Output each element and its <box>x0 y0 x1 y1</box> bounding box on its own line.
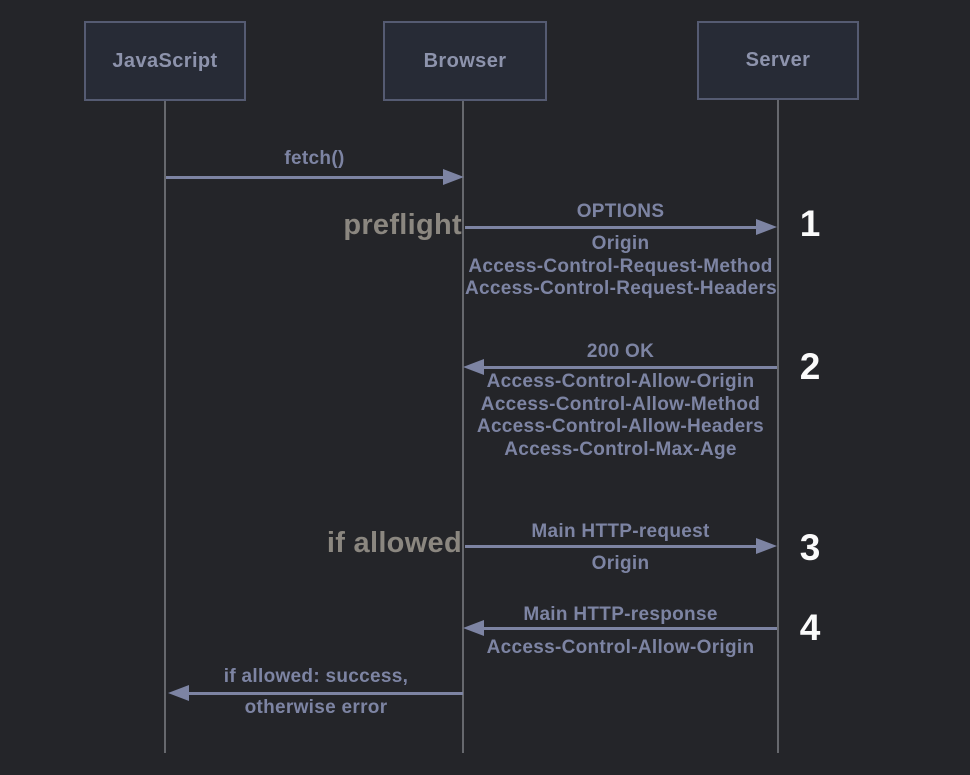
arrow-main-request <box>465 538 777 554</box>
message-title-main-request: Main HTTP-request <box>531 521 710 542</box>
arrow-result <box>168 685 463 701</box>
header-line: Access-Control-Allow-Origin <box>486 371 755 392</box>
header-line: Origin <box>591 233 650 254</box>
header-line: Access-Control-Max-Age <box>504 438 737 460</box>
step-number-3: 3 <box>799 527 821 568</box>
response-headers-list: Access-Control-Allow-Origin Access-Contr… <box>465 371 776 461</box>
step-number-2: 2 <box>799 346 821 387</box>
request-headers-list: Origin Access-Control-Request-Method Acc… <box>465 233 778 301</box>
header-line: Access-Control-Allow-Headers <box>476 416 765 437</box>
message-title-result-line-2: otherwise error <box>244 697 388 718</box>
message-title-main-response: Main HTTP-response <box>523 604 718 625</box>
lifeline-browser <box>462 101 464 753</box>
arrow-shaft <box>470 366 777 369</box>
main-response-headers-list: Access-Control-Allow-Origin <box>465 637 776 660</box>
annotation-if-allowed: if allowed <box>326 527 462 559</box>
arrow-fetch <box>166 169 464 185</box>
header-line: Access-Control-Allow-Origin <box>486 637 755 658</box>
arrow-main-response <box>463 620 777 636</box>
lifeline-javascript <box>164 101 166 753</box>
arrowhead-right-icon <box>443 169 464 185</box>
arrowhead-right-icon <box>756 538 777 554</box>
arrow-preflight-response <box>463 359 777 375</box>
actor-label-javascript: JavaScript <box>112 49 218 72</box>
step-number-1: 1 <box>799 203 821 244</box>
actor-box-server: Server <box>697 21 859 100</box>
actor-label-browser: Browser <box>423 49 507 72</box>
arrowhead-left-icon <box>463 359 484 375</box>
message-title-options: OPTIONS <box>576 201 665 222</box>
message-title-200-ok: 200 OK <box>586 341 655 362</box>
arrowhead-right-icon <box>756 219 777 235</box>
arrow-shaft <box>175 692 463 695</box>
actor-box-javascript: JavaScript <box>84 21 246 101</box>
header-line: Access-Control-Request-Method <box>468 255 773 277</box>
header-line: Origin <box>591 553 650 574</box>
arrowhead-left-icon <box>168 685 189 701</box>
lifeline-server <box>777 100 779 753</box>
message-title-fetch: fetch() <box>284 148 345 169</box>
annotation-preflight: preflight <box>343 209 462 241</box>
arrow-shaft <box>470 627 777 630</box>
arrow-shaft <box>465 545 770 548</box>
actor-label-server: Server <box>745 49 811 71</box>
actor-box-browser: Browser <box>383 21 547 101</box>
header-line: Access-Control-Request-Headers <box>465 278 778 299</box>
arrow-shaft <box>166 176 457 179</box>
arrowhead-left-icon <box>463 620 484 636</box>
arrow-options-request <box>465 219 777 235</box>
main-request-headers-list: Origin <box>465 553 776 576</box>
message-title-result-line-1: if allowed: success, <box>223 666 409 687</box>
step-number-4: 4 <box>799 607 821 648</box>
header-line: Access-Control-Allow-Method <box>480 393 761 415</box>
arrow-shaft <box>465 226 770 229</box>
